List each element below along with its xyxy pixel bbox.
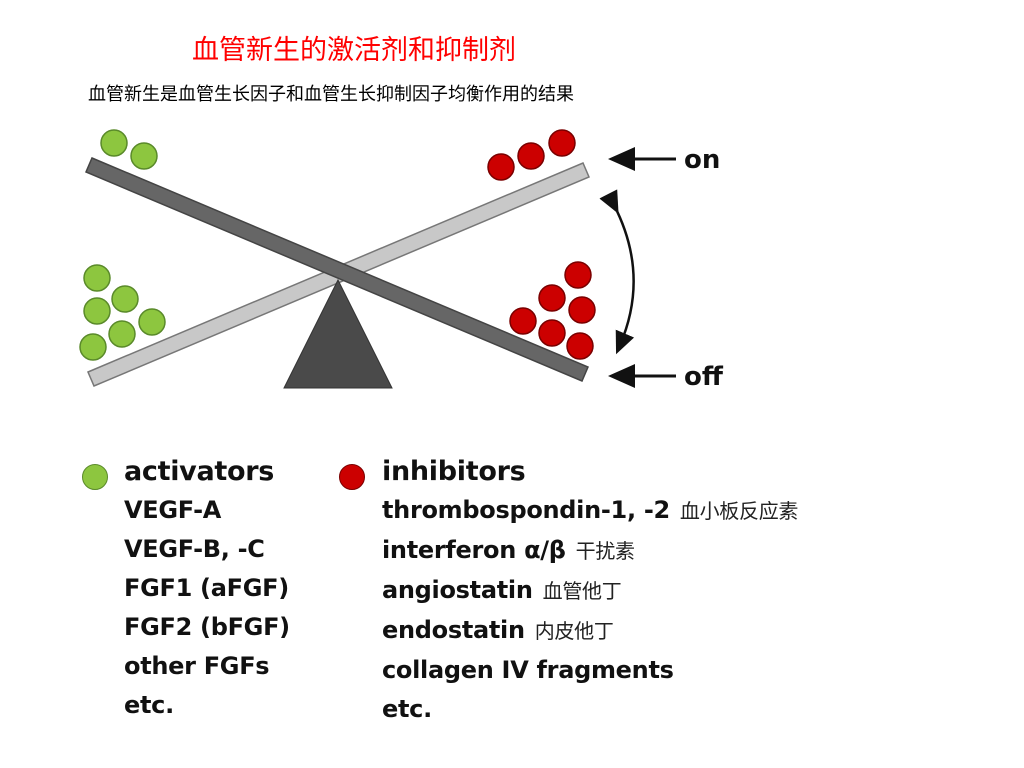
activator-ball — [79, 333, 107, 361]
inhibitor-ball-group-off — [509, 261, 596, 360]
inhibitor-ball — [548, 129, 576, 157]
activator-item: FGF1 (aFGF) — [124, 574, 289, 602]
activator-ball — [83, 264, 111, 292]
activator-ball — [100, 129, 128, 157]
inhibitor-name: thrombospondin-1, -2 — [382, 496, 670, 524]
switch-arrow — [599, 189, 635, 355]
inhibitors-heading: inhibitors — [382, 456, 526, 487]
activators-list: activators VEGF-A VEGF-B, -C FGF1 (aFGF)… — [124, 452, 290, 725]
inhibitor-ball — [509, 307, 537, 335]
inhibitor-item: endostatin 内皮他丁 — [382, 611, 798, 651]
activator-item: other FGFs — [124, 652, 270, 680]
beam-on — [85, 157, 589, 382]
inhibitor-item: angiostatin 血管他丁 — [382, 571, 798, 611]
on-label: on — [684, 145, 720, 175]
inhibitor-cn-name: 血管他丁 — [542, 579, 622, 603]
seesaw-diagram: on off — [79, 129, 724, 392]
inhibitor-ball — [517, 142, 545, 170]
activator-ball — [83, 297, 111, 325]
inhibitor-ball — [566, 332, 594, 360]
activator-item: VEGF-B, -C — [124, 535, 265, 563]
activator-item: FGF2 (bFGF) — [124, 613, 290, 641]
activator-ball — [108, 320, 136, 348]
activator-ball — [130, 142, 158, 170]
activator-legend-dot — [82, 464, 108, 490]
inhibitor-ball-group-on — [487, 129, 576, 181]
inhibitor-ball — [564, 261, 592, 289]
activator-ball-group-off — [79, 264, 166, 361]
inhibitor-legend-dot — [339, 464, 365, 490]
inhibitor-ball — [538, 284, 566, 312]
fulcrum-triangle — [283, 278, 393, 389]
inhibitor-name: angiostatin — [382, 576, 533, 604]
off-label: off — [684, 362, 724, 392]
activator-item: VEGF-A — [124, 496, 222, 524]
inhibitor-item: thrombospondin-1, -2 血小板反应素 — [382, 491, 798, 531]
inhibitors-list: inhibitors thrombospondin-1, -2 血小板反应素 in… — [382, 452, 798, 729]
inhibitor-name: collagen IV fragments — [382, 656, 674, 684]
page-subtitle: 血管新生是血管生长因子和血管生长抑制因子均衡作用的结果 — [88, 84, 574, 105]
activator-ball — [138, 308, 166, 336]
inhibitor-ball — [538, 319, 566, 347]
inhibitor-name: endostatin — [382, 616, 525, 644]
inhibitor-cn-name: 内皮他丁 — [534, 619, 614, 643]
activators-heading: activators — [124, 456, 275, 487]
inhibitor-item: collagen IV fragments — [382, 651, 798, 690]
inhibitor-item: interferon α/β 干扰素 — [382, 531, 798, 571]
inhibitor-name: interferon α/β — [382, 536, 566, 564]
inhibitor-name: etc. — [382, 695, 432, 723]
inhibitor-item: etc. — [382, 690, 798, 729]
activator-item: etc. — [124, 691, 174, 719]
inhibitor-ball — [568, 296, 596, 324]
page-title: 血管新生的激活剂和抑制剂 — [192, 35, 516, 66]
inhibitor-ball — [487, 153, 515, 181]
inhibitor-cn-name: 干扰素 — [575, 539, 635, 563]
activator-ball-group-on — [100, 129, 158, 170]
activator-ball — [111, 285, 139, 313]
inhibitor-cn-name: 血小板反应素 — [679, 499, 799, 523]
